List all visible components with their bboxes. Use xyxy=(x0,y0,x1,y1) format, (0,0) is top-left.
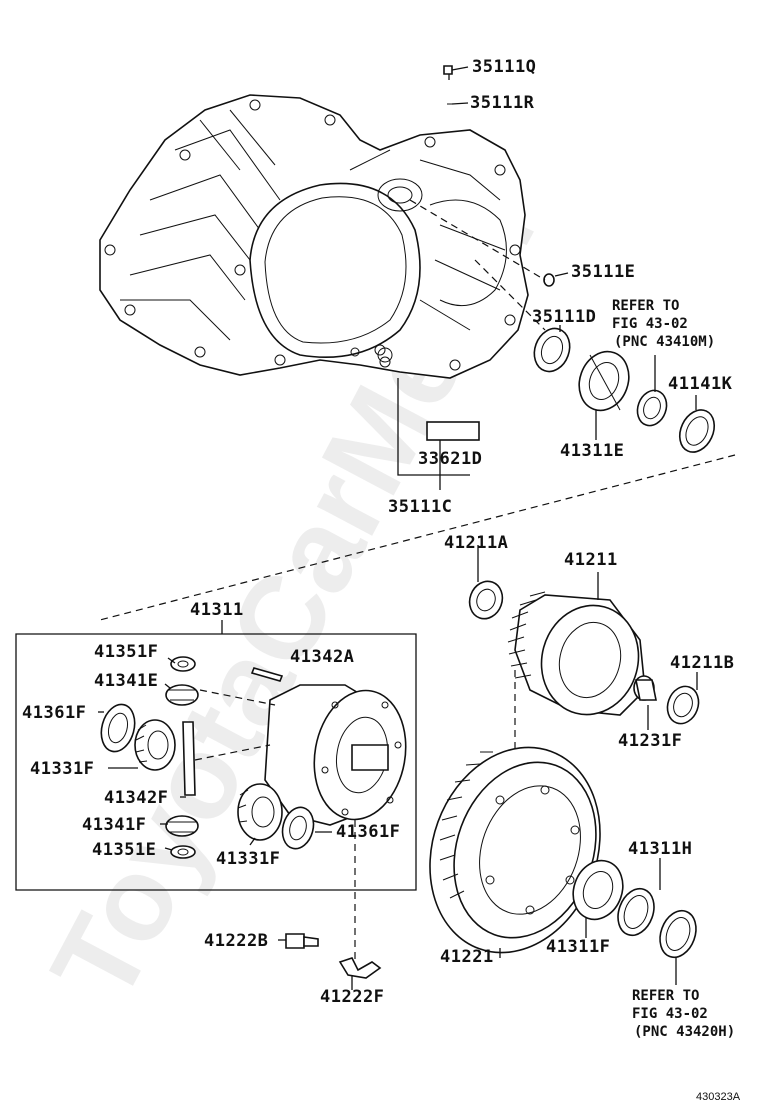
label-41342A: 41342A xyxy=(290,647,354,667)
label-41231F: 41231F xyxy=(618,731,682,751)
label-41311: 41311 xyxy=(190,600,244,620)
label-41331F-left: 41331F xyxy=(30,759,94,779)
label-41331F-right: 41331F xyxy=(216,849,280,869)
label-41211: 41211 xyxy=(564,550,618,570)
label-41211B: 41211B xyxy=(670,653,734,673)
reference-note-top: REFER TO FIG 43-02 (PNC 43410M) xyxy=(612,298,715,350)
figure-code: 430323A xyxy=(696,1091,741,1103)
label-41311F: 41311F xyxy=(546,937,610,957)
differential-box xyxy=(15,620,417,891)
label-41351F: 41351F xyxy=(94,642,158,662)
label-35111C: 35111C xyxy=(388,497,452,517)
ref-top-line3: (PNC 43410M) xyxy=(614,334,715,350)
label-41222F: 41222F xyxy=(320,987,384,1007)
label-35111Q: 35111Q xyxy=(472,57,536,77)
label-35111E: 35111E xyxy=(571,262,635,282)
label-41341E: 41341E xyxy=(94,671,158,691)
label-41311E: 41311E xyxy=(560,441,624,461)
label-33621D: 33621D xyxy=(418,449,482,469)
label-41351E: 41351E xyxy=(92,840,156,860)
label-41342F: 41342F xyxy=(104,788,168,808)
label-41361F-left: 41361F xyxy=(22,703,86,723)
label-41361F-right: 41361F xyxy=(336,822,400,842)
ref-bottom-line2: FIG 43-02 xyxy=(632,1006,708,1022)
label-41341F: 41341F xyxy=(82,815,146,835)
label-35111D: 35111D xyxy=(532,307,596,327)
label-41211A: 41211A xyxy=(444,533,508,553)
label-41221: 41221 xyxy=(440,947,494,967)
bolts-bottom xyxy=(278,820,382,990)
transaxle-housing xyxy=(99,94,529,379)
ref-bottom-line1: REFER TO xyxy=(632,988,699,1004)
leader-lines-top xyxy=(397,65,569,490)
label-41311H: 41311H xyxy=(628,839,692,859)
ring-gear-group xyxy=(429,545,700,985)
reference-note-bottom: REFER TO FIG 43-02 (PNC 43420H) xyxy=(632,988,735,1040)
ref-top-line2: FIG 43-02 xyxy=(612,316,688,332)
label-41141K: 41141K xyxy=(668,374,733,394)
ref-top-line1: REFER TO xyxy=(612,298,679,314)
ref-bottom-line3: (PNC 43420H) xyxy=(634,1024,735,1040)
upper-bearings xyxy=(99,325,736,621)
part-labels: 35111Q 35111R 35111E 35111D 41311E 41141… xyxy=(22,57,734,1007)
label-41222B: 41222B xyxy=(204,931,268,951)
label-35111R: 35111R xyxy=(470,93,535,113)
